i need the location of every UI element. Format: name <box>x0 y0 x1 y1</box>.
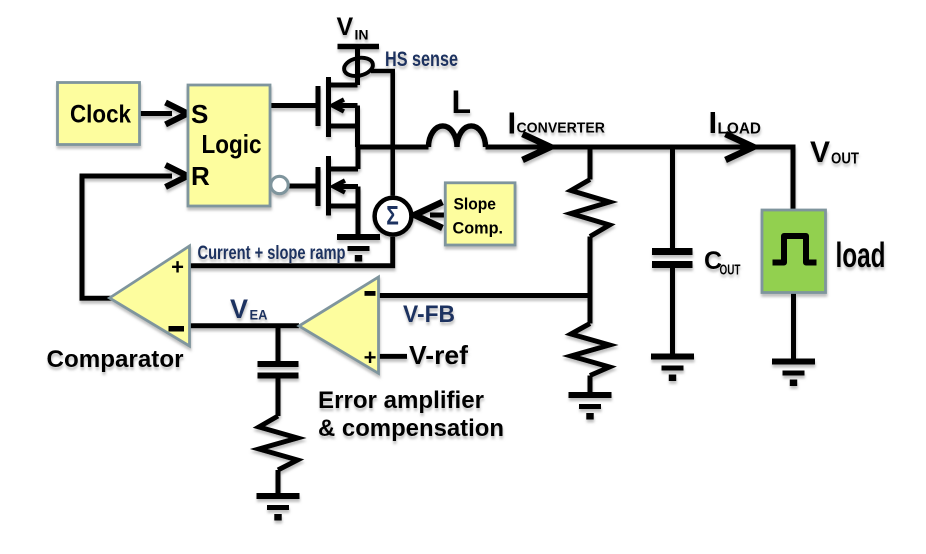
svg-text:Logic: Logic <box>202 129 262 159</box>
svg-text:Slope: Slope <box>454 195 497 214</box>
svg-text:OUT: OUT <box>720 263 741 279</box>
svg-text:+: + <box>171 255 184 280</box>
svg-text:L: L <box>452 84 472 120</box>
svg-text:& compensation: & compensation <box>318 415 504 442</box>
svg-text:I: I <box>709 105 718 140</box>
svg-text:IN: IN <box>355 28 369 43</box>
svg-text:Clock: Clock <box>70 101 131 129</box>
svg-text:Σ: Σ <box>386 201 399 231</box>
svg-text:LOAD: LOAD <box>718 121 762 138</box>
svg-text:load: load <box>836 236 886 275</box>
svg-text:Current + slope ramp: Current + slope ramp <box>198 243 346 264</box>
svg-text:V-FB: V-FB <box>403 301 455 328</box>
svg-text:S: S <box>191 99 208 129</box>
svg-text:CONVERTER: CONVERTER <box>517 120 606 137</box>
svg-text:+: + <box>364 345 377 370</box>
svg-text:V: V <box>810 136 830 169</box>
svg-text:HS sense: HS sense <box>385 48 458 71</box>
svg-text:I: I <box>508 106 517 141</box>
svg-text:C: C <box>704 247 722 275</box>
svg-text:R: R <box>191 161 210 191</box>
svg-text:V: V <box>337 13 354 41</box>
svg-text:Comp.: Comp. <box>453 219 504 238</box>
svg-text:EA: EA <box>250 307 268 323</box>
svg-text:V: V <box>230 294 248 324</box>
svg-text:V-ref: V-ref <box>409 340 468 370</box>
svg-text:Error amplifier: Error amplifier <box>318 387 484 414</box>
svg-text:OUT: OUT <box>831 151 859 168</box>
svg-text:Comparator: Comparator <box>47 346 184 373</box>
